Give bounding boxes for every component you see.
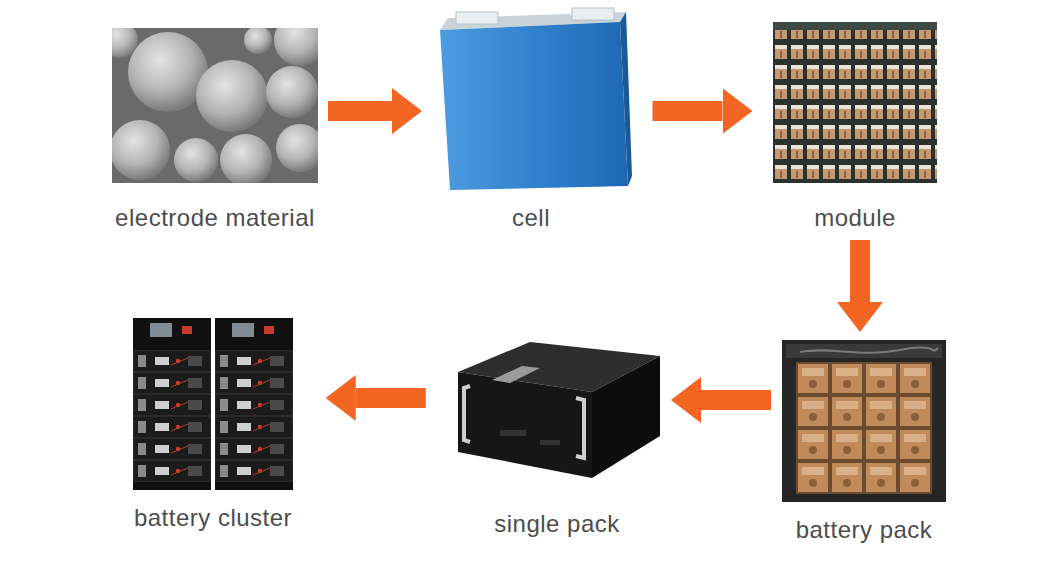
stage-label: module	[814, 204, 896, 234]
flow-arrow	[356, 388, 426, 408]
stage-label: electrode material	[115, 204, 315, 234]
stage-label: single pack	[494, 510, 620, 540]
process-box: cell	[428, 6, 634, 234]
process-box: single pack	[452, 336, 662, 540]
process-box: battery cluster	[127, 316, 300, 534]
cell-illustration	[440, 8, 632, 190]
flow-arrow	[850, 240, 870, 302]
stage-label: battery cluster	[134, 504, 292, 534]
battery-cabinet	[133, 318, 293, 490]
process-box: electrode material	[108, 26, 322, 234]
rack-pack	[458, 342, 660, 478]
flow-arrow	[653, 101, 723, 121]
stage-label: battery pack	[796, 516, 933, 546]
stage-label: cell	[512, 204, 550, 234]
process-box: module	[771, 20, 939, 234]
sem-image	[102, 14, 326, 186]
flow-arrow	[328, 101, 392, 121]
process-box: battery pack	[780, 338, 948, 546]
module-photo	[773, 22, 937, 183]
flow-arrow	[701, 390, 771, 410]
battery-pack-photo	[782, 340, 946, 502]
